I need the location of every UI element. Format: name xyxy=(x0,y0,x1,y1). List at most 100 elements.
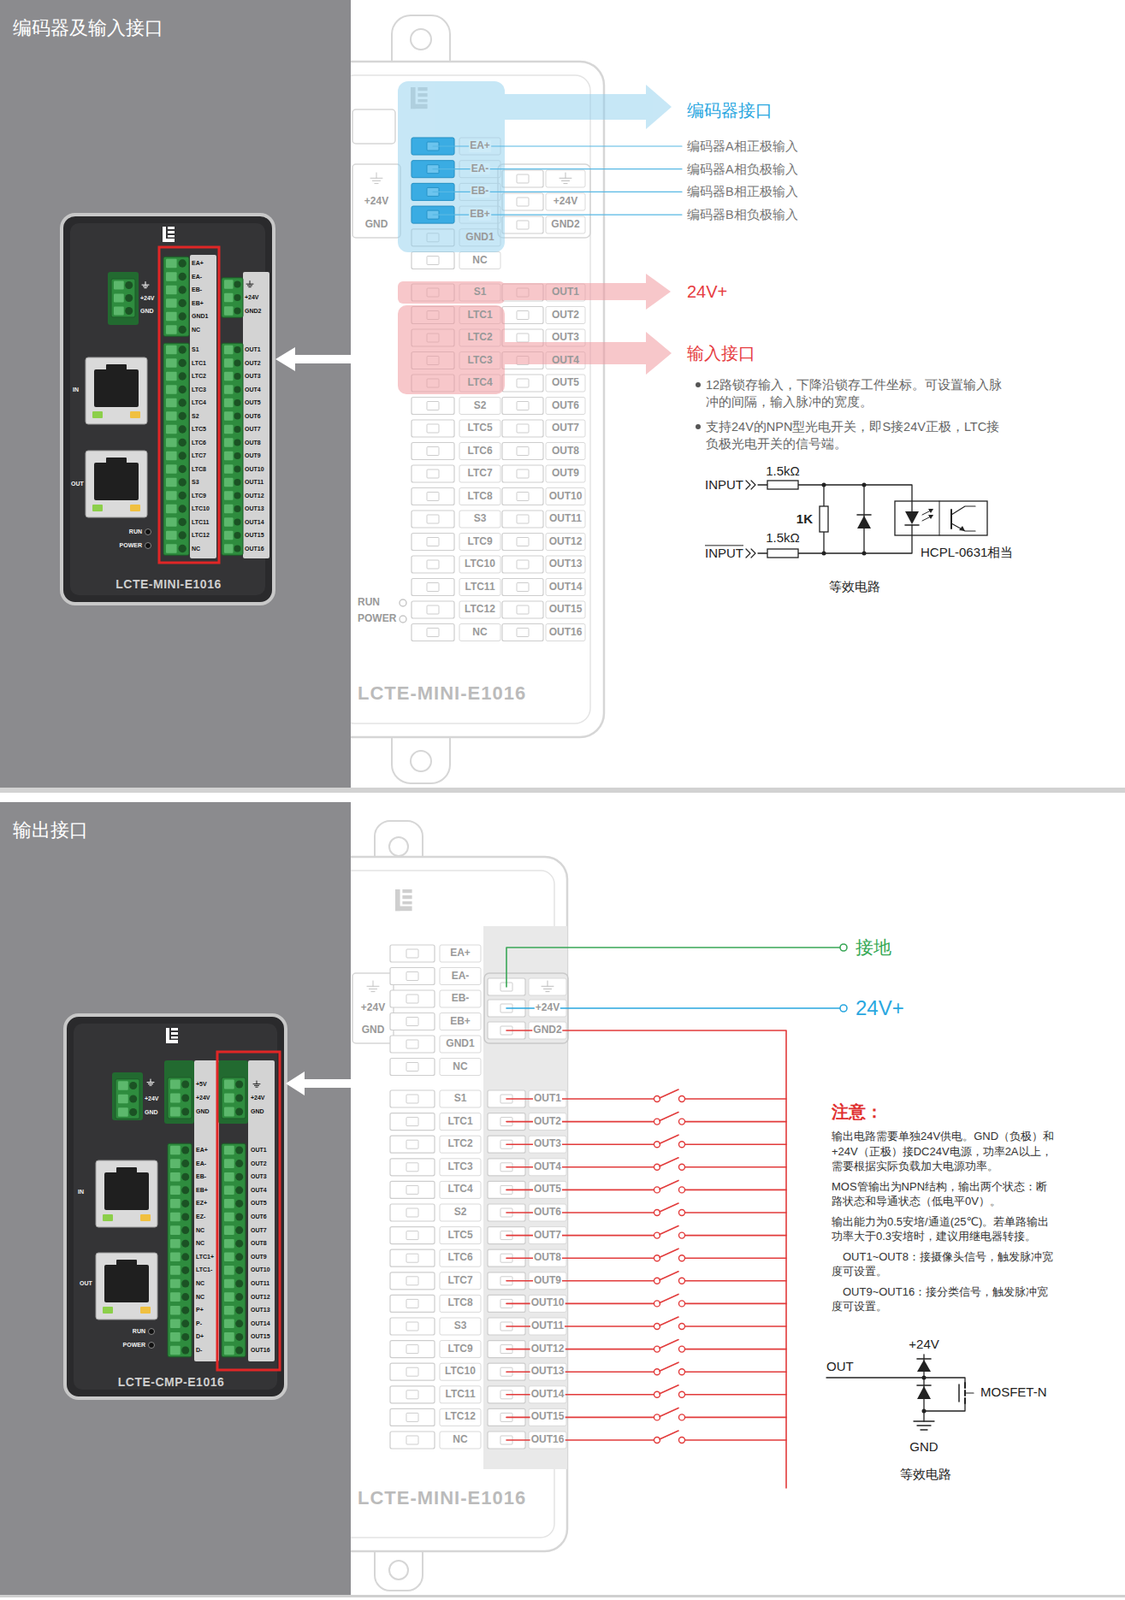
terminal-screw xyxy=(406,1254,419,1263)
terminal-label: LTC1- xyxy=(195,1267,213,1274)
terminal-label: OUT14 xyxy=(244,518,265,526)
mosfet-symbol xyxy=(965,1392,974,1394)
terminal-pin xyxy=(224,504,234,515)
callout-text: 编码器A相负极输入 xyxy=(686,161,799,177)
terminal-screw xyxy=(426,333,439,343)
terminal-block xyxy=(163,256,190,337)
highlight-box xyxy=(159,247,220,563)
terminal-label: LTC7 xyxy=(447,1275,473,1288)
terminal-screw xyxy=(426,356,439,366)
terminal-screw xyxy=(500,1231,513,1241)
label-box xyxy=(459,533,501,551)
terminal-label: OUT11 xyxy=(250,1280,270,1288)
terminal-screw xyxy=(406,1231,419,1241)
terminal-screw xyxy=(234,413,242,421)
terminal-pin xyxy=(224,372,234,382)
port-led xyxy=(130,504,141,512)
terminal-label: OUT14 xyxy=(530,1389,566,1402)
terminal-label: EB- xyxy=(191,286,202,294)
status-label: POWER xyxy=(357,613,397,626)
label-box xyxy=(439,1409,481,1427)
terminal-label: LTC8 xyxy=(447,1297,473,1310)
switch-lever xyxy=(659,1294,679,1303)
pointer-arrow xyxy=(275,347,351,372)
note-text: OUT1~OUT8：接摄像头信号，触发脉冲宽度可设置。 xyxy=(831,1249,1059,1280)
callout-heading: 输入接口 xyxy=(686,343,756,364)
terminal-label: OUT9 xyxy=(244,452,261,460)
port-led xyxy=(92,504,103,512)
terminal-pin xyxy=(170,1332,181,1343)
switch-lever xyxy=(659,1226,679,1236)
encoder-socket xyxy=(411,160,455,178)
terminal-label: OUT5 xyxy=(244,399,261,407)
terminal-label: OUT3 xyxy=(551,331,580,344)
terminal-socket xyxy=(411,374,455,392)
terminal-label: OUT16 xyxy=(244,544,265,552)
logo xyxy=(410,104,428,110)
terminal-label: EA- xyxy=(191,272,202,280)
terminal-screw xyxy=(426,560,439,569)
ground-symbol xyxy=(376,172,378,178)
terminal-screw xyxy=(235,1253,243,1262)
terminal-screw xyxy=(234,452,242,460)
status-label: RUN xyxy=(129,528,143,536)
terminal-screw xyxy=(181,1293,190,1302)
terminal-socket xyxy=(502,488,544,506)
terminal-label: OUT10 xyxy=(244,465,265,473)
terminal-screw xyxy=(516,492,529,502)
terminal-pin xyxy=(224,1146,235,1156)
callout-text: 编码器B相负极输入 xyxy=(686,207,799,223)
label-box xyxy=(439,1036,481,1054)
terminal-block xyxy=(111,278,136,318)
ground-symbol xyxy=(253,1083,261,1085)
connector-outline xyxy=(497,164,591,238)
ground-symbol xyxy=(371,991,375,993)
terminal-socket xyxy=(411,160,455,178)
output-wire xyxy=(506,1303,654,1306)
terminal-pin xyxy=(170,1253,181,1263)
terminal-screw xyxy=(235,1108,243,1117)
emission-arrow xyxy=(922,515,933,522)
terminal-pin xyxy=(165,398,178,409)
terminal-pin xyxy=(224,1199,235,1209)
label-box xyxy=(528,1409,567,1427)
status-led xyxy=(145,529,152,536)
terminal-screw xyxy=(235,1186,243,1195)
terminal-pin xyxy=(170,1199,181,1209)
terminal-plug xyxy=(218,1060,249,1125)
terminal-screw xyxy=(178,272,187,281)
controller-housing xyxy=(350,61,604,738)
label-box xyxy=(528,1113,567,1131)
terminal-pin xyxy=(224,1172,235,1183)
circuit-wire xyxy=(823,485,824,554)
terminal-label: OUT8 xyxy=(244,438,261,446)
logo xyxy=(167,235,175,238)
terminal-pin xyxy=(224,531,234,541)
terminal-screw xyxy=(235,1333,243,1342)
terminal-screw xyxy=(124,307,133,315)
terminal-pin xyxy=(165,544,178,554)
terminal-pin xyxy=(170,1186,181,1197)
terminal-pin xyxy=(170,1159,181,1169)
terminal-screw xyxy=(129,1082,137,1090)
terminal-socket xyxy=(411,510,455,528)
connector-outline xyxy=(352,109,396,144)
status-label: RUN xyxy=(132,1328,146,1336)
switch-contact xyxy=(679,1187,686,1194)
output-wire xyxy=(506,1257,654,1260)
circuit-wire xyxy=(923,1355,924,1422)
ground-symbol xyxy=(373,981,374,987)
terminal-pin xyxy=(224,358,234,368)
terminal-socket xyxy=(487,1432,526,1450)
status-led xyxy=(399,599,407,607)
label-box xyxy=(545,579,586,597)
terminal-pin xyxy=(224,1266,235,1276)
terminal-socket xyxy=(487,1159,526,1177)
terminal-label: LTC10 xyxy=(444,1366,476,1379)
junction-dot xyxy=(862,483,867,488)
ground-symbol xyxy=(247,284,252,286)
label-box xyxy=(439,945,481,963)
terminal-screw xyxy=(234,399,242,407)
terminal-label: OUT2 xyxy=(244,359,261,367)
label-box xyxy=(545,397,586,415)
